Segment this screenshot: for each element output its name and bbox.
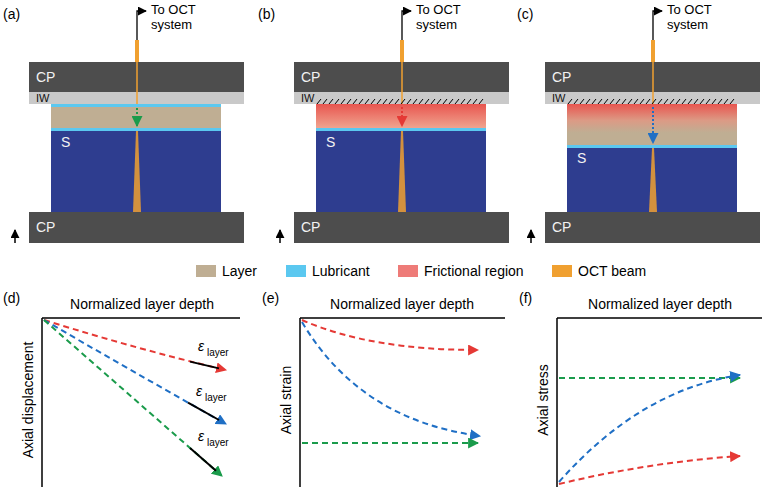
axis-title: Normalized layer depth — [330, 296, 474, 312]
output-label: To OCT system — [667, 3, 727, 33]
sample: S — [316, 131, 486, 212]
friction-hatch — [317, 99, 734, 104]
panel-letter: (e) — [262, 290, 279, 306]
node-label: IW — [552, 92, 565, 104]
axis-title: Axial stress — [535, 364, 551, 436]
imaging-window: IW — [29, 92, 244, 104]
subscript: layer — [207, 347, 229, 359]
output-label: To OCT system — [416, 3, 476, 33]
subscript: layer — [207, 437, 229, 449]
symbol: ε — [198, 428, 204, 444]
legend-item: OCT beam — [552, 263, 646, 279]
compression-plate: CP — [545, 212, 760, 243]
sample: S — [51, 131, 221, 212]
legend-item: Layer — [196, 263, 257, 279]
panel-letter: (f) — [519, 290, 532, 306]
node-label: CP — [301, 70, 320, 85]
node-label: S — [326, 135, 335, 150]
axis-title: Axial displacement — [20, 342, 36, 459]
node-label: IW — [301, 92, 314, 104]
legend-text: Frictional region — [424, 263, 524, 279]
legend-item: Frictional region — [398, 263, 524, 279]
panel-a — [15, 11, 244, 243]
legend-swatch — [398, 265, 418, 277]
node-label: S — [61, 135, 70, 150]
axis-title: Normalized layer depth — [70, 296, 214, 312]
compression-plate: CP — [294, 212, 509, 243]
legend-text: OCT beam — [578, 263, 646, 279]
subscript: layer — [205, 392, 227, 404]
symbol: ε — [198, 338, 204, 354]
plot-d — [42, 318, 240, 487]
node-label: IW — [36, 92, 49, 104]
imaging-window: IW — [294, 92, 509, 104]
imaging-window: IW — [545, 92, 760, 104]
panel-c — [531, 11, 760, 243]
panel-letter: (a) — [3, 6, 20, 22]
legend-swatch — [286, 265, 306, 277]
node-label: CP — [36, 220, 55, 235]
plot-f — [557, 318, 762, 487]
node-label: CP — [36, 70, 55, 85]
node-label: S — [577, 151, 586, 166]
node-label: CP — [552, 220, 571, 235]
node-label: CP — [552, 70, 571, 85]
compression-plate: CP — [545, 62, 760, 92]
legend-text: Lubricant — [312, 263, 370, 279]
compression-plate: CP — [29, 212, 244, 243]
output-label: To OCT system — [151, 3, 211, 33]
legend-swatch — [196, 265, 216, 277]
compression-plate: CP — [29, 62, 244, 92]
compression-plate: CP — [294, 62, 509, 92]
legend-swatch — [552, 265, 572, 277]
symbol: ε — [196, 383, 202, 399]
axis-title: Axial strain — [278, 366, 294, 434]
legend-item: Lubricant — [286, 263, 370, 279]
sample: S — [567, 148, 737, 212]
plot-e — [300, 318, 505, 487]
panel-letter: (d) — [3, 290, 20, 306]
node-label: CP — [301, 220, 320, 235]
axis-title: Normalized layer depth — [588, 296, 732, 312]
panel-b — [280, 11, 509, 243]
panel-letter: (c) — [517, 6, 533, 22]
panel-letter: (b) — [258, 6, 275, 22]
legend-text: Layer — [222, 263, 257, 279]
